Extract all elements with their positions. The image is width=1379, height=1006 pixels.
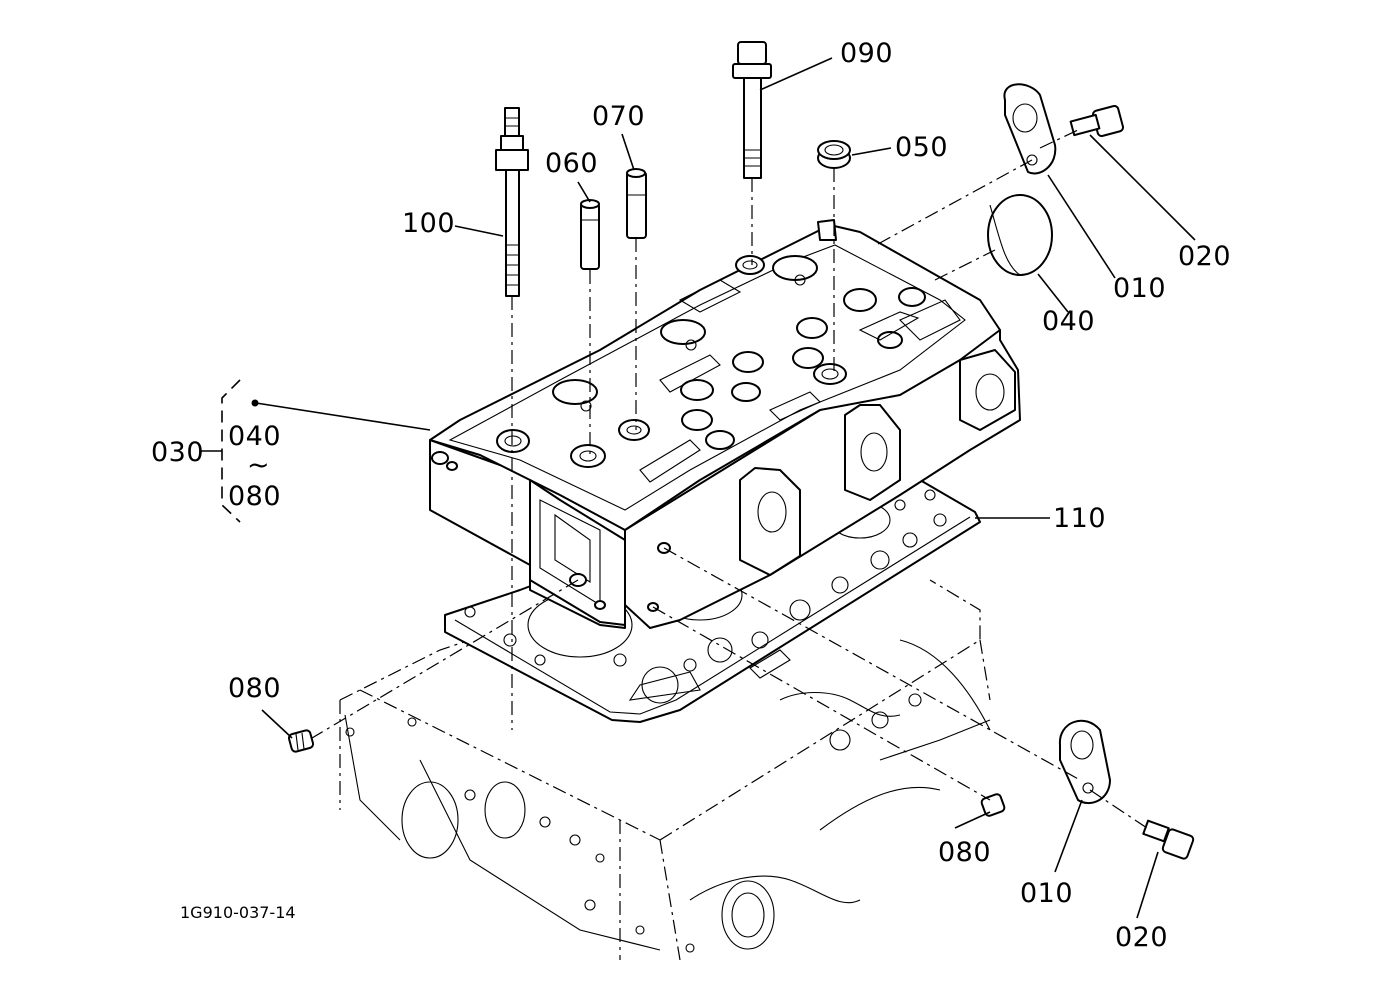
callout-080-right: 080 [938,837,991,868]
plug-080-left [287,729,315,753]
cylinder-block [339,579,991,961]
group-030-from: 040 [228,421,281,452]
callout-090: 090 [840,38,893,69]
plug-080-right [980,793,1006,817]
valve-guide-070 [626,168,647,239]
valve-guide-060 [580,199,600,270]
callout-080-left: 080 [228,673,281,704]
callout-100: 100 [402,208,455,239]
stud-100 [495,107,529,297]
callout-020-lower: 020 [1115,922,1168,953]
callout-030: 030 [151,437,204,468]
callout-110: 110 [1053,503,1106,534]
plug-040 [987,194,1053,276]
callout-labels: 090 070 060 050 100 020 010 040 110 030 … [151,38,1231,953]
cylinder-head [429,219,1021,629]
bolt-090 [732,41,772,179]
hanger-010-upper [1003,83,1057,175]
group-030-to: 080 [228,481,281,512]
assembly-lines [311,129,1151,831]
seal-050 [817,140,851,169]
bolt-020-lower [1142,819,1195,860]
callout-060: 060 [545,148,598,179]
callout-040: 040 [1042,306,1095,337]
callout-020-upper: 020 [1178,241,1231,272]
bolt-020-upper [1069,104,1125,138]
leader-lines [200,57,1196,919]
drawing-code: 1G910-037-14 [180,903,296,922]
group-030-range-mark: ~ [247,450,270,481]
callout-010-upper: 010 [1113,273,1166,304]
callout-050: 050 [895,132,948,163]
hanger-010-lower [1058,719,1111,805]
callout-010-lower: 010 [1020,878,1073,909]
callout-070: 070 [592,101,645,132]
group-bracket-030 [221,379,241,523]
